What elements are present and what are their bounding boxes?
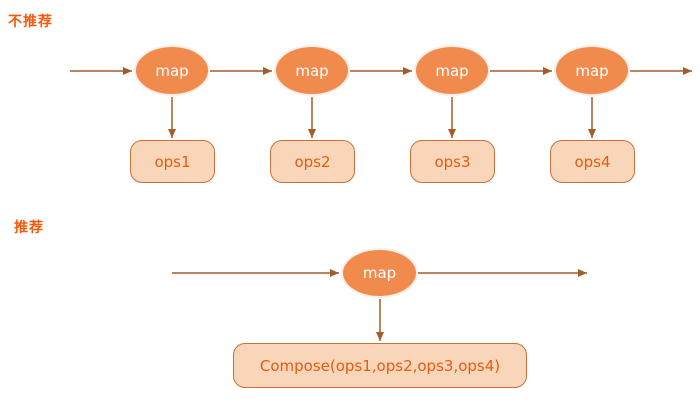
ops-box-1: ops1 (130, 140, 215, 183)
map-node-4: map (554, 45, 630, 96)
ops-box-3: ops3 (410, 140, 495, 183)
map-node-3: map (414, 45, 490, 96)
map-node-1: map (134, 45, 210, 96)
map-node-2: map (274, 45, 350, 96)
ops-box-4: ops4 (550, 140, 635, 183)
map-node-compose-flow: map (341, 248, 418, 298)
section-label-recommended: 推荐 (14, 220, 44, 236)
compose-box: Compose(ops1,ops2,ops3,ops4) (233, 343, 527, 388)
ops-box-2: ops2 (270, 140, 355, 183)
section-label-not-recommended: 不推荐 (8, 14, 53, 30)
